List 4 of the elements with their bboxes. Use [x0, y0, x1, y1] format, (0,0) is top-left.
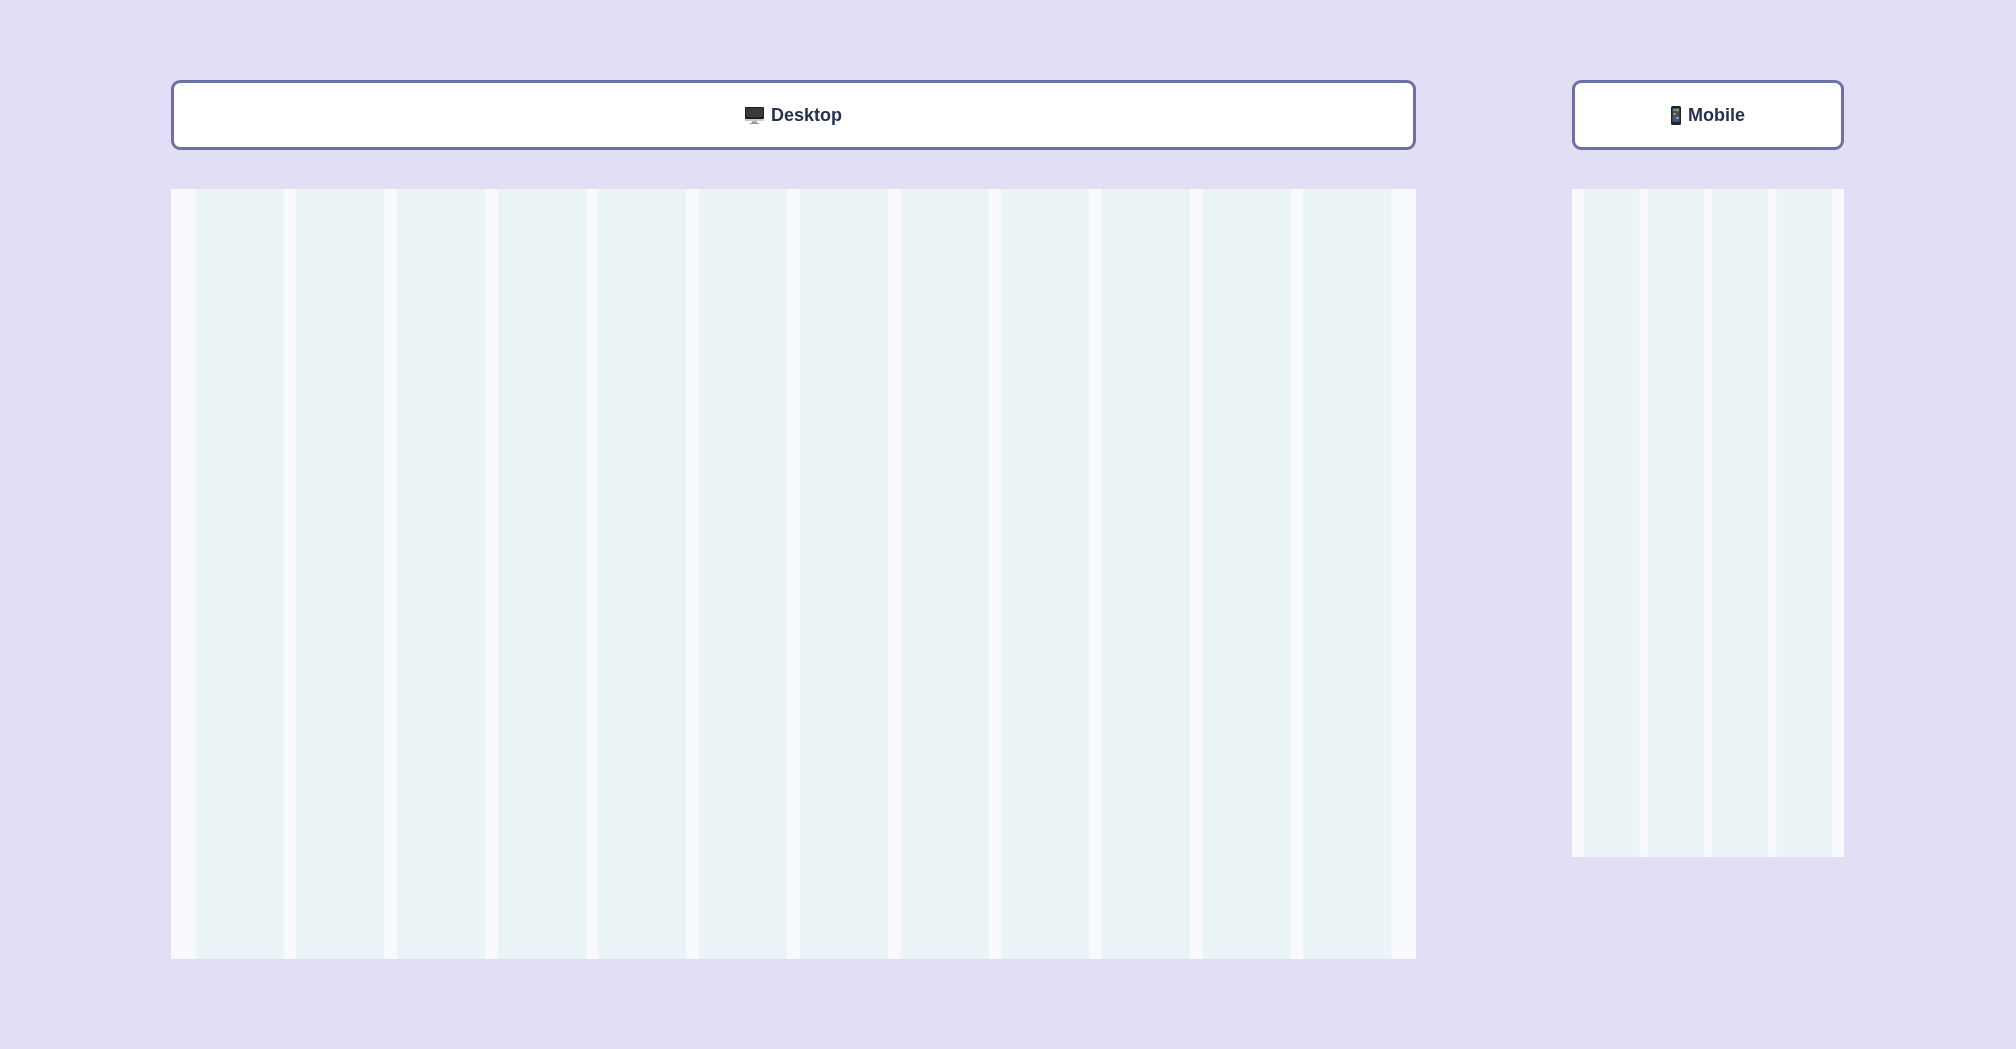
heading-bar — [171, 80, 1416, 150]
device-label: Desktop — [771, 104, 842, 126]
device-label: Mobile — [1688, 104, 1745, 126]
heading-bar — [1572, 80, 1844, 150]
